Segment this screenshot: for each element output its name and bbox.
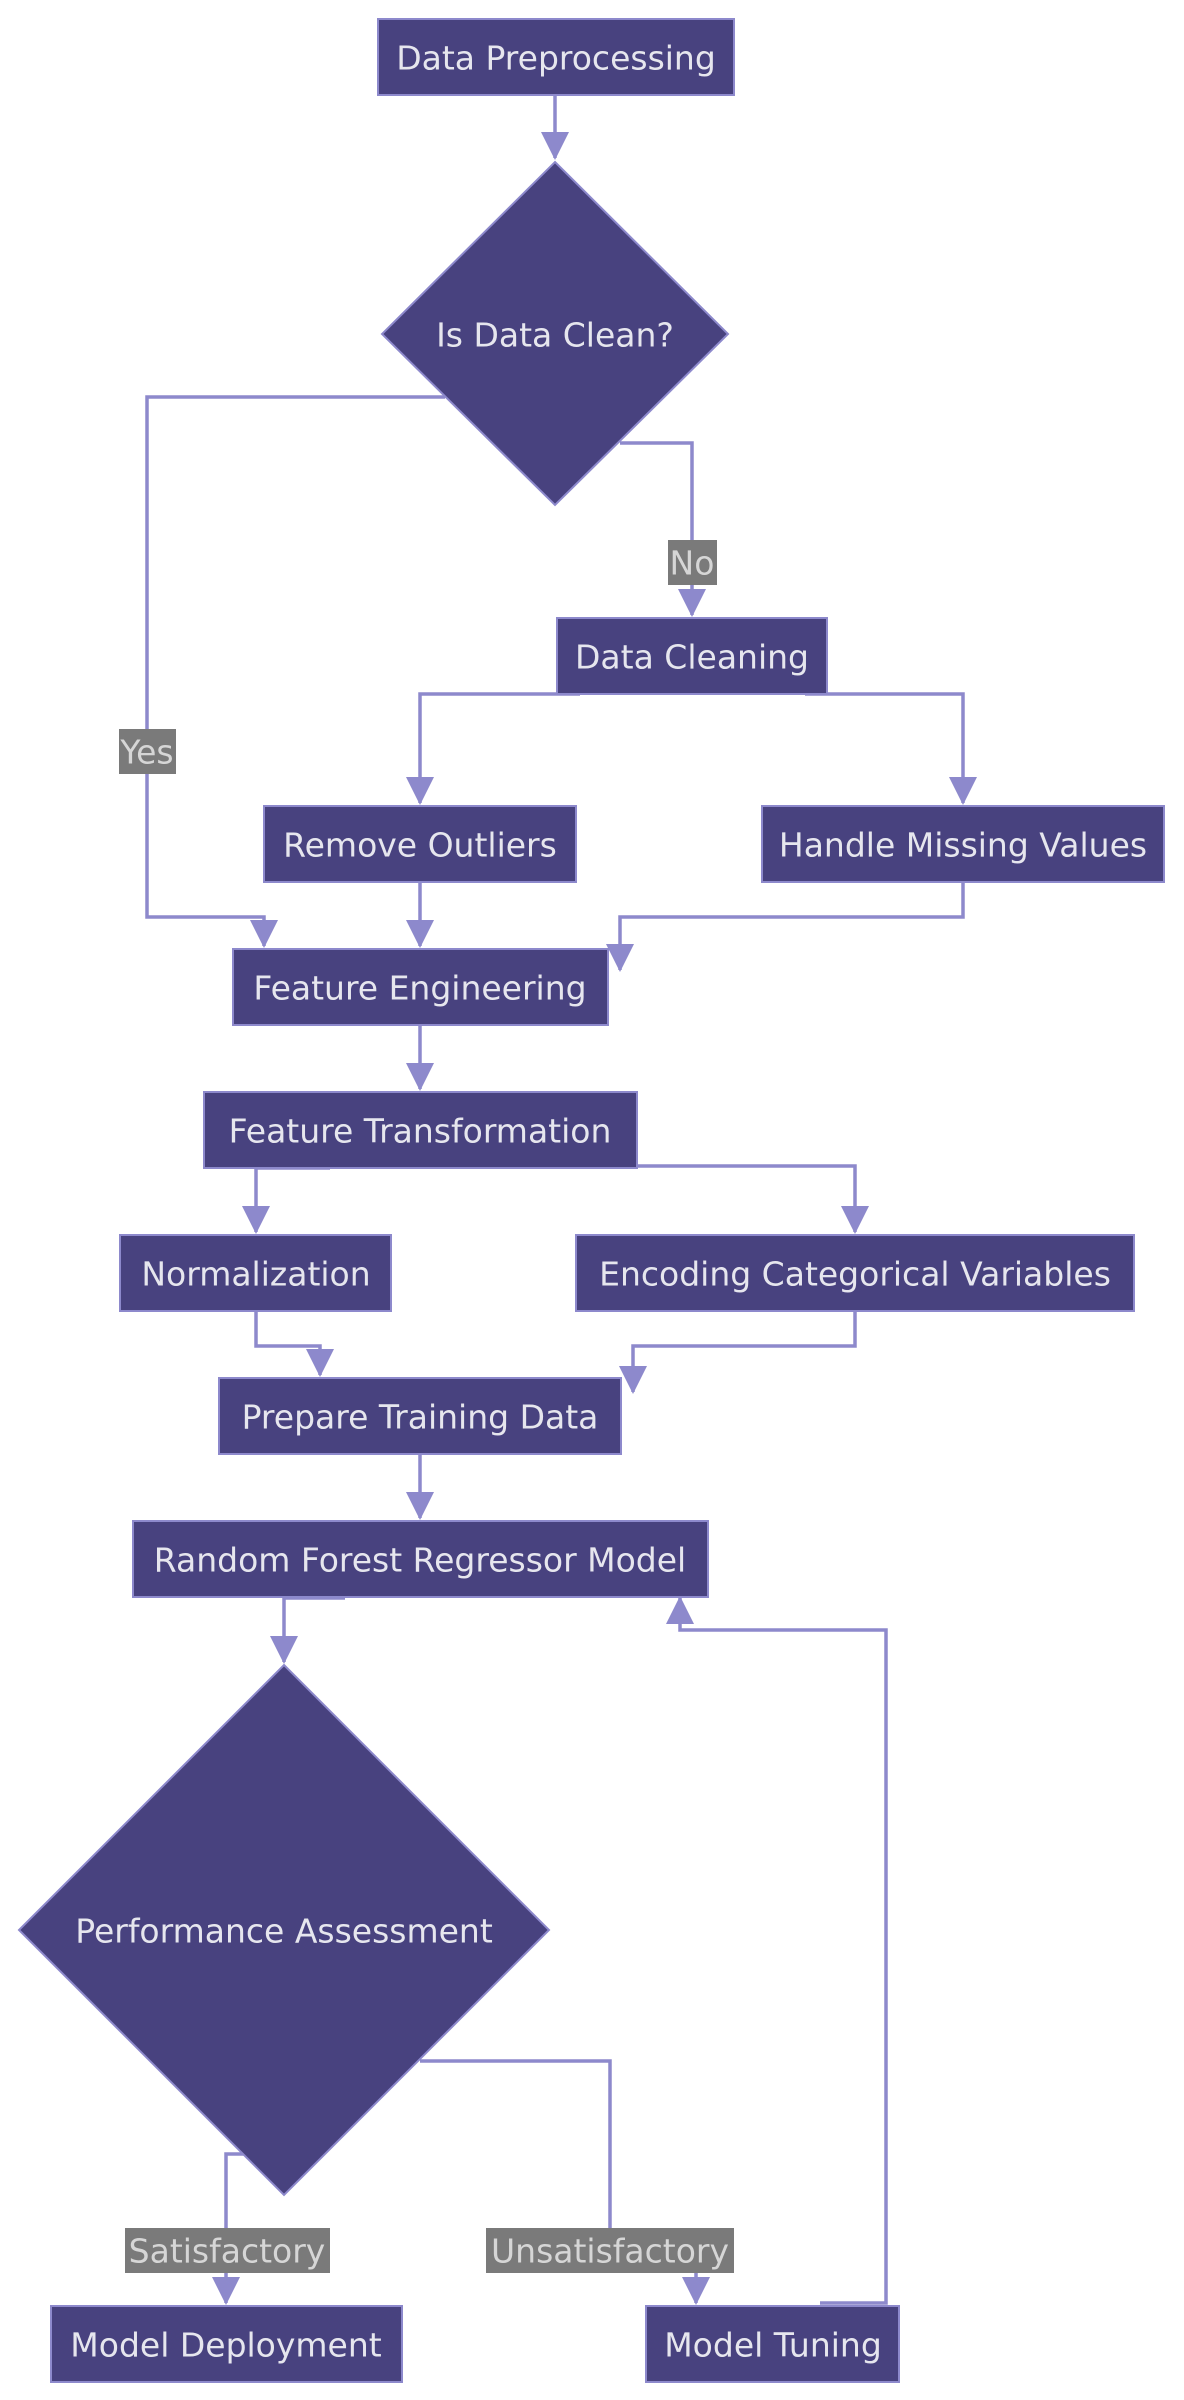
label-handle-missing-values: Handle Missing Values bbox=[779, 826, 1147, 865]
label-encoding-categorical: Encoding Categorical Variables bbox=[599, 1255, 1111, 1294]
node-feature-engineering bbox=[232, 948, 609, 1026]
edge-label-no: No bbox=[670, 544, 715, 583]
label-prepare-training-data: Prepare Training Data bbox=[242, 1398, 599, 1437]
edge-encoding-to-prepare bbox=[619, 1311, 857, 1394]
edge-label-yes: Yes bbox=[119, 733, 173, 772]
edge-transform-to-normalization bbox=[242, 1166, 330, 1234]
edge-label-no-bg bbox=[668, 540, 717, 585]
edge-normalization-to-prepare bbox=[254, 1311, 334, 1377]
node-model-tuning bbox=[645, 2305, 900, 2383]
label-remove-outliers: Remove Outliers bbox=[283, 826, 557, 865]
edge-label-satisfactory-bg bbox=[125, 2228, 330, 2273]
edge-cleaning-to-missing bbox=[805, 692, 977, 805]
node-handle-missing-values bbox=[761, 805, 1165, 883]
node-random-forest bbox=[132, 1520, 709, 1598]
node-model-deployment bbox=[50, 2305, 403, 2383]
edge-decision-yes bbox=[145, 395, 445, 948]
node-normalization bbox=[119, 1234, 392, 1312]
edge-missing-to-feature-eng bbox=[606, 882, 965, 972]
edge-label-yes-bg bbox=[119, 729, 176, 774]
node-is-data-clean bbox=[380, 160, 730, 507]
label-performance-assessment: Performance Assessment bbox=[75, 1912, 493, 1951]
node-data-cleaning bbox=[556, 617, 828, 695]
edge-label-unsatisfactory-bg bbox=[486, 2228, 734, 2273]
label-random-forest: Random Forest Regressor Model bbox=[154, 1541, 686, 1580]
node-encoding-categorical bbox=[575, 1234, 1135, 1312]
node-performance-assessment bbox=[17, 1663, 551, 2197]
edge-decision-no bbox=[620, 441, 706, 617]
edge-cleaning-to-outliers bbox=[406, 692, 580, 805]
edge-label-satisfactory: Satisfactory bbox=[129, 2232, 326, 2271]
node-feature-transformation bbox=[203, 1091, 638, 1169]
label-feature-engineering: Feature Engineering bbox=[253, 969, 586, 1008]
label-data-preprocessing: Data Preprocessing bbox=[396, 39, 716, 78]
edge-random-forest-to-assessment bbox=[270, 1596, 345, 1664]
label-feature-transformation: Feature Transformation bbox=[229, 1112, 612, 1151]
label-normalization: Normalization bbox=[141, 1255, 370, 1294]
node-remove-outliers bbox=[263, 805, 577, 883]
edge-label-unsatisfactory: Unsatisfactory bbox=[491, 2232, 729, 2271]
label-data-cleaning: Data Cleaning bbox=[575, 638, 809, 677]
label-model-tuning: Model Tuning bbox=[664, 2326, 882, 2365]
label-model-deployment: Model Deployment bbox=[70, 2326, 381, 2365]
node-prepare-training-data bbox=[218, 1377, 622, 1455]
edge-transform-to-encoding bbox=[636, 1164, 869, 1234]
edge-tuning-to-random-forest bbox=[666, 1596, 888, 2305]
label-is-data-clean: Is Data Clean? bbox=[436, 316, 674, 355]
node-data-preprocessing bbox=[377, 18, 735, 96]
